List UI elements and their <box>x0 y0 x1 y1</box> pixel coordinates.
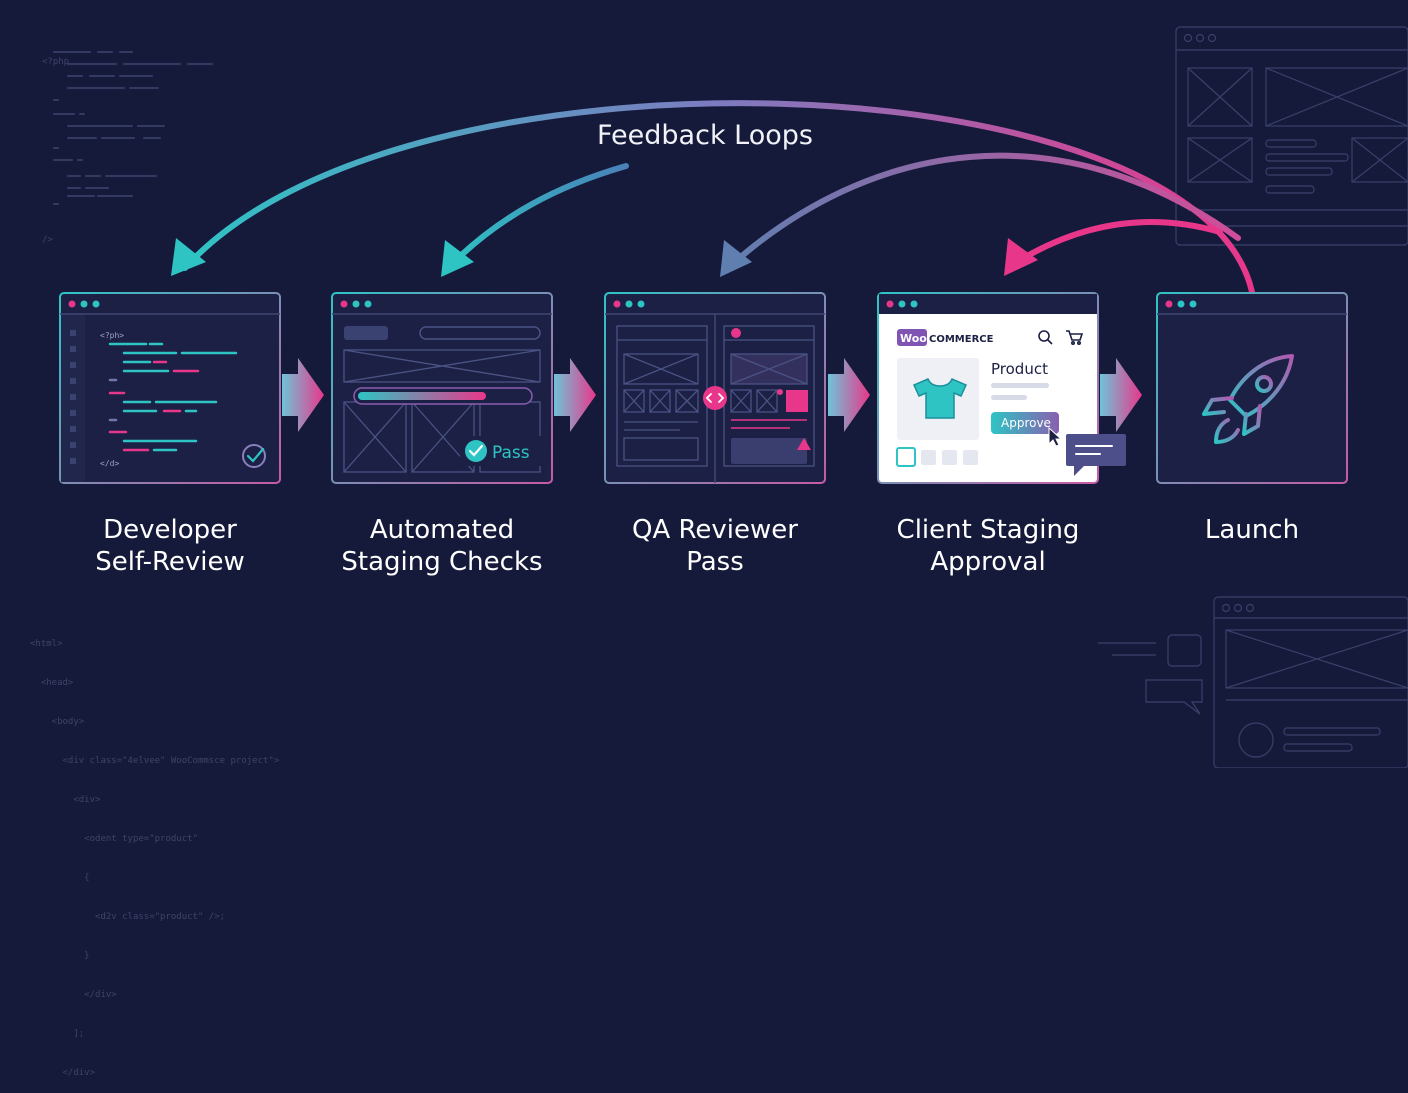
connector-arrow-1 <box>282 358 324 432</box>
background-wireframe-top <box>1175 26 1408 246</box>
tshirt-icon <box>913 378 967 419</box>
stage-label-line: Self-Review <box>95 547 245 577</box>
background-code-line: <d2v class="product" />; <box>30 912 226 922</box>
connector-arrow-3 <box>828 358 870 432</box>
stage-automated-window: Pass <box>331 292 553 484</box>
dev-code-close-tag: </d> <box>100 459 119 468</box>
background-code-line: <div> <box>30 795 101 805</box>
warning-icon <box>797 438 811 450</box>
background-code-lines <box>53 51 213 205</box>
cart-icon[interactable] <box>1066 330 1084 345</box>
qa-issue-marker-icon <box>731 328 741 338</box>
cursor-icon <box>1048 426 1063 447</box>
diagram-canvas: <?ph> </d> <box>59 26 1408 768</box>
stage-label-automated: Automated Staging Checks <box>302 514 582 578</box>
background-code-line: </div> <box>30 1068 96 1078</box>
connector-arrow-2 <box>554 358 596 432</box>
pass-check-icon <box>465 440 487 462</box>
feedback-loop-arcs <box>182 100 1255 295</box>
connector-arrow-4 <box>1100 358 1142 432</box>
background-code-line: </div> <box>30 990 117 1000</box>
stage-label-line: Client Staging <box>896 515 1080 545</box>
stage-label-line: Automated <box>369 515 515 545</box>
background-code-line: <head> <box>30 678 74 688</box>
feedback-arrowheads <box>171 238 1038 277</box>
background-wireframe-bottom <box>1098 596 1408 768</box>
comment-bubble-icon <box>1066 434 1126 476</box>
background-code-line: <body> <box>30 717 85 727</box>
stage-label-qa: QA Reviewer Pass <box>585 514 845 578</box>
feedback-arc-to-client <box>1009 219 1223 268</box>
search-icon[interactable] <box>1038 330 1053 345</box>
stage-launch-window <box>1156 292 1348 484</box>
background-code-top: <?php <box>42 30 69 82</box>
rocket-icon <box>1202 354 1294 444</box>
stage-label-client: Client Staging Approval <box>853 514 1123 578</box>
background-code-line: <html> <box>30 639 63 649</box>
feedback-arc-to-automated <box>445 163 629 271</box>
feedback-arc-to-qa <box>725 152 1241 271</box>
stage-label-line: Staging Checks <box>341 547 543 577</box>
arrowhead-client <box>1004 238 1038 276</box>
background-code-line: } <box>30 951 90 961</box>
stage-connectors <box>282 358 1142 432</box>
brand-woo-text: Woo <box>900 332 927 345</box>
stage-label-line: Approval <box>930 547 1046 577</box>
background-code-line: ]; <box>30 1029 85 1039</box>
approve-button[interactable] <box>991 412 1059 434</box>
stage-label-developer: Developer Self-Review <box>40 514 300 578</box>
stage-label-line: QA Reviewer <box>632 515 798 545</box>
dev-code-open-tag: <?ph> <box>100 331 124 340</box>
pass-badge-text: Pass <box>492 443 530 463</box>
product-title: Product <box>991 360 1048 378</box>
stage-label-line: Pass <box>686 547 744 577</box>
compare-handle-icon <box>703 386 727 410</box>
arrowhead-automated <box>441 240 474 277</box>
background-code-line: { <box>30 873 90 883</box>
stage-label-line: Developer <box>103 515 237 545</box>
background-code-bottom: <html> <head> <body> <div class="4elvee"… <box>30 612 279 1093</box>
background-code-top-end: /> <box>42 208 53 260</box>
stage-developer-window: <?ph> </d> <box>59 292 281 484</box>
diagram-title: Feedback Loops <box>597 120 813 151</box>
stage-client-window: Woo COMMERCE Product Approve <box>877 292 1126 484</box>
check-circle-icon <box>242 444 266 468</box>
arrowhead-developer <box>171 238 206 276</box>
stage-label-launch: Launch <box>1152 514 1352 546</box>
background-code-line: <div class="4elvee" WooCommsce project"> <box>30 756 280 766</box>
woocommerce-logo <box>897 329 927 346</box>
stage-label-line: Launch <box>1204 515 1300 545</box>
approve-button-label: Approve <box>1001 416 1051 430</box>
check-progress-fill <box>358 392 486 400</box>
background-code-line: /> <box>42 235 53 245</box>
background-code-line: <odent type="product" <box>30 834 198 844</box>
stage-qa-window <box>604 292 826 484</box>
brand-commerce-text: COMMERCE <box>929 334 994 345</box>
background-code-line: <?php <box>42 57 70 67</box>
arrowhead-qa <box>720 240 752 277</box>
